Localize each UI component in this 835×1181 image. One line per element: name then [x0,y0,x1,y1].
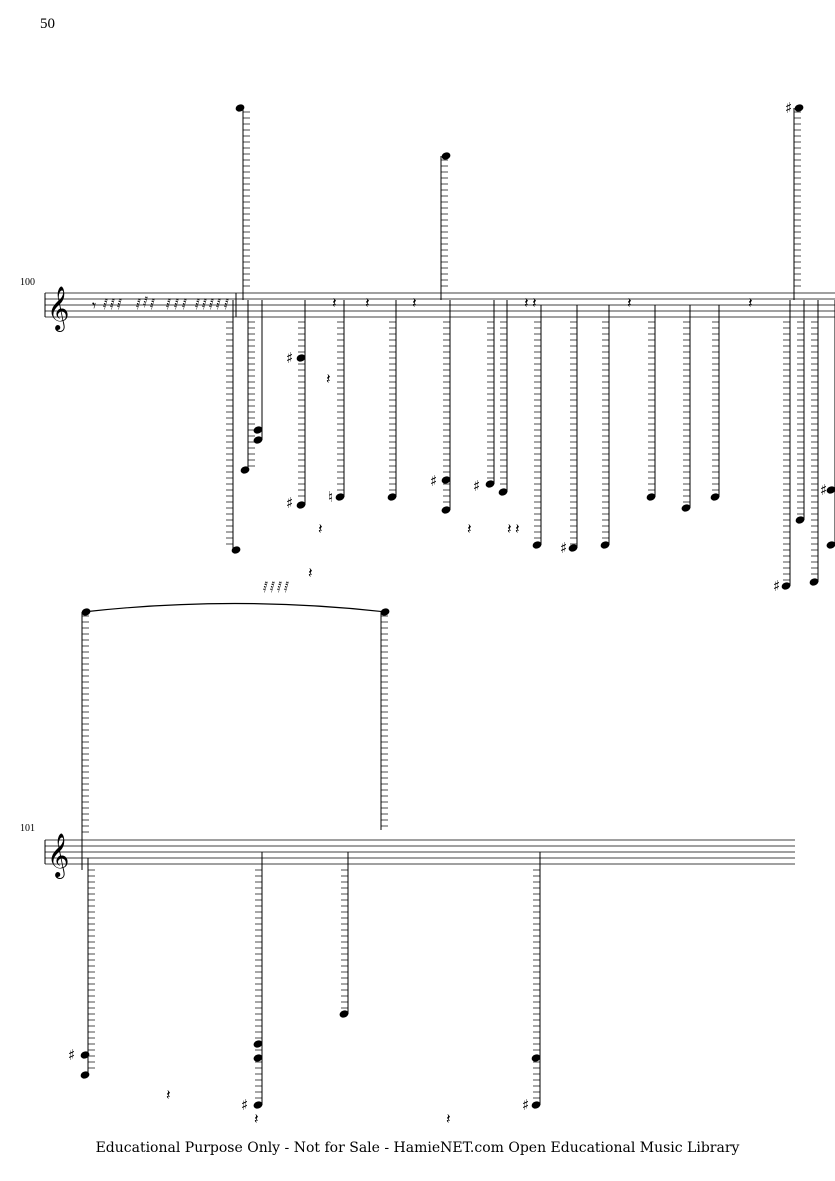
svg-text:𝄞: 𝄞 [47,833,69,879]
svg-text:♯: ♯ [785,99,792,117]
svg-text:♯: ♯ [522,1096,529,1114]
grace-rest-cluster: 𝅁𝅁𝅁 𝅁𝅁𝅁 𝅁𝅁𝅁 𝅁𝅁𝅁𝅁 𝅁 [103,294,229,310]
svg-text:𝅁: 𝅁 [136,296,141,310]
ledger-lines-system-2 [82,615,540,1099]
rests-system-2: 𝄽 𝄽 𝄽 [166,1086,451,1128]
svg-text:𝅁: 𝅁 [110,296,115,310]
svg-text:𝄽: 𝄽 [365,294,370,312]
accidentals-system-2: ♯ ♯ ♯ [68,1046,529,1114]
svg-text:𝅁: 𝅁 [103,296,108,310]
svg-text:♯: ♯ [473,477,480,495]
svg-text:♯: ♯ [430,472,437,490]
svg-text:♯: ♯ [68,1046,75,1064]
svg-text:𝄽: 𝄽 [507,520,512,538]
svg-text:𝄞: 𝄞 [47,286,69,332]
grace-rests-between: 𝅁𝅁𝅁𝅁 [263,579,289,593]
svg-text:𝄽: 𝄽 [166,1086,171,1104]
staff-system-2 [44,839,795,865]
svg-text:♯: ♯ [286,349,293,367]
svg-text:𝅁: 𝅁 [117,296,122,310]
measure-number-101: 101 [20,823,35,834]
treble-clef-icon: 𝄞 [47,286,69,332]
svg-text:𝄽: 𝄽 [532,294,537,312]
svg-text:𝅁: 𝅁 [263,579,268,593]
svg-text:𝅁: 𝅁 [174,296,179,310]
svg-text:𝅁: 𝅁 [216,296,221,310]
svg-text:𝅁: 𝅁 [209,296,214,310]
svg-text:♯: ♯ [773,577,780,595]
svg-text:𝅁: 𝅁 [284,579,289,593]
measure-number-100: 100 [20,277,35,288]
svg-text:𝅁: 𝅁 [143,294,148,308]
tie-arc [82,602,387,613]
svg-text:𝅁: 𝅁 [224,296,229,310]
svg-text:𝄽: 𝄽 [254,1110,259,1128]
svg-text:♯: ♯ [560,539,567,557]
svg-text:𝅁: 𝅁 [202,296,207,310]
svg-text:𝅁: 𝅁 [182,296,187,310]
notes-system-1 [231,104,835,590]
svg-text:𝄽: 𝄽 [412,294,417,312]
svg-text:𝅁: 𝅁 [150,296,155,310]
svg-text:♯: ♯ [241,1096,248,1114]
page-number: 50 [40,16,55,32]
svg-text:𝅁: 𝅁 [195,296,200,310]
svg-text:𝄽: 𝄽 [446,1110,451,1128]
notes-system-2 [80,608,541,1109]
rests-system-1: 𝄽𝄽𝄽 𝄽𝄽𝄽 𝄽 𝄽𝄽𝄽 𝄽𝄽𝄽 [308,294,753,582]
svg-text:♯: ♯ [820,481,827,499]
svg-text:𝄽: 𝄽 [332,294,337,312]
svg-text:𝄽: 𝄽 [326,370,331,388]
eighth-rest: 𝄾 [92,296,96,315]
svg-text:𝅁: 𝅁 [166,296,171,310]
svg-text:𝄽: 𝄽 [318,520,323,538]
staff-system-1 [44,292,835,318]
svg-text:𝄽: 𝄽 [515,520,520,538]
svg-text:𝄽: 𝄽 [524,294,529,312]
ledger-lines-system-1 [226,111,818,581]
svg-text:𝄽: 𝄽 [467,520,472,538]
svg-text:♯: ♯ [286,494,293,512]
svg-text:𝄽: 𝄽 [627,294,632,312]
accidentals-system-1: ♯ ♯ ♮ ♯ ♯ ♯ ♯ ♯ ♯ [286,99,827,595]
svg-text:𝅁: 𝅁 [270,579,275,593]
svg-text:𝄽: 𝄽 [308,564,313,582]
svg-text:♮: ♮ [328,488,333,506]
treble-clef-icon-2: 𝄞 [47,833,69,879]
svg-text:𝅁: 𝅁 [277,579,282,593]
svg-text:𝄽: 𝄽 [748,294,753,312]
footer-copyright: Educational Purpose Only - Not for Sale … [95,1140,740,1156]
